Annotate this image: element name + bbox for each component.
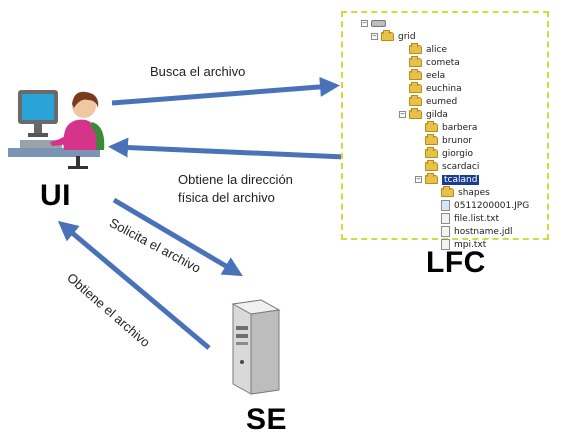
drive-icon [371,20,386,27]
folder-icon [441,186,454,197]
arrow-obtiene-direccion [108,137,346,160]
folder-icon [409,82,422,93]
folder-icon [425,160,438,171]
tree-label: euchina [426,83,462,94]
tree-folder[interactable]: cometa [409,56,460,69]
image-file-icon [441,200,450,211]
ui-label: UI [40,179,71,212]
lfc-file-tree: − − grid alice cometa eela euchina eumed… [341,11,549,250]
file-icon [441,213,450,224]
tree-label: eumed [426,96,458,107]
user-at-computer-icon [8,90,105,169]
folder-icon [425,134,438,145]
tree-label: hostname.jdl [454,226,513,237]
tree-label: shapes [458,187,490,198]
tree-label: scardaci [442,161,480,172]
file-icon [441,239,450,250]
tree-folder-tcaland-selected[interactable]: − tcaland [415,173,480,186]
tree-folder[interactable]: giorgio [425,147,473,160]
tree-file[interactable]: file.list.txt [441,212,499,225]
tree-label: grid [398,31,416,42]
collapse-icon[interactable]: − [415,175,422,183]
folder-icon [381,30,394,41]
folder-icon [409,69,422,80]
folder-icon [425,147,438,158]
tree-label: mpi.txt [454,239,487,250]
folder-icon [409,108,422,119]
folder-icon [409,56,422,67]
collapse-icon[interactable]: − [371,32,378,40]
folder-icon [409,95,422,106]
se-label: SE [246,403,288,436]
collapse-icon[interactable]: − [361,19,368,27]
tree-folder-gilda[interactable]: − gilda [399,108,448,121]
arrow-label-obtiene-direccion-1: Obtiene la dirección [178,172,293,187]
tree-label: brunor [442,135,473,146]
folder-icon [425,121,438,132]
tree-label: eela [426,70,446,81]
tree-label: 0511200001.JPG [454,200,530,211]
tree-folder[interactable]: alice [409,43,447,56]
tree-label: giorgio [442,148,473,159]
collapse-icon[interactable]: − [399,110,406,118]
tree-label: file.list.txt [454,213,500,224]
tree-file[interactable]: hostname.jdl [441,225,513,238]
tree-file[interactable]: 0511200001.JPG [441,199,529,212]
tree-file[interactable]: mpi.txt [441,238,486,251]
tree-label: barbera [442,122,478,133]
tree-label: alice [426,44,448,55]
arrow-label-obtiene-direccion-2: física del archivo [178,190,275,205]
arrow-busca [111,76,340,106]
tree-label: tcaland [442,174,480,185]
tree-label: gilda [426,109,448,120]
tree-root-drive: − [361,17,386,30]
tree-folder[interactable]: shapes [441,186,490,199]
folder-icon [409,43,422,54]
tree-folder-grid[interactable]: − grid [371,30,416,43]
folder-icon [425,173,438,184]
tree-label: cometa [426,57,460,68]
arrow-solicita [112,197,243,277]
tree-folder[interactable]: eumed [409,95,457,108]
file-icon [441,226,450,237]
server-tower-icon [231,299,281,395]
tree-folder[interactable]: brunor [425,134,472,147]
arrow-label-busca: Busca el archivo [150,64,246,79]
tree-folder[interactable]: scardaci [425,160,479,173]
tree-folder[interactable]: eela [409,69,445,82]
tree-folder[interactable]: barbera [425,121,477,134]
tree-folder[interactable]: euchina [409,82,462,95]
lfc-label: LFC [426,246,486,279]
arrow-obtiene-archivo [57,220,211,350]
